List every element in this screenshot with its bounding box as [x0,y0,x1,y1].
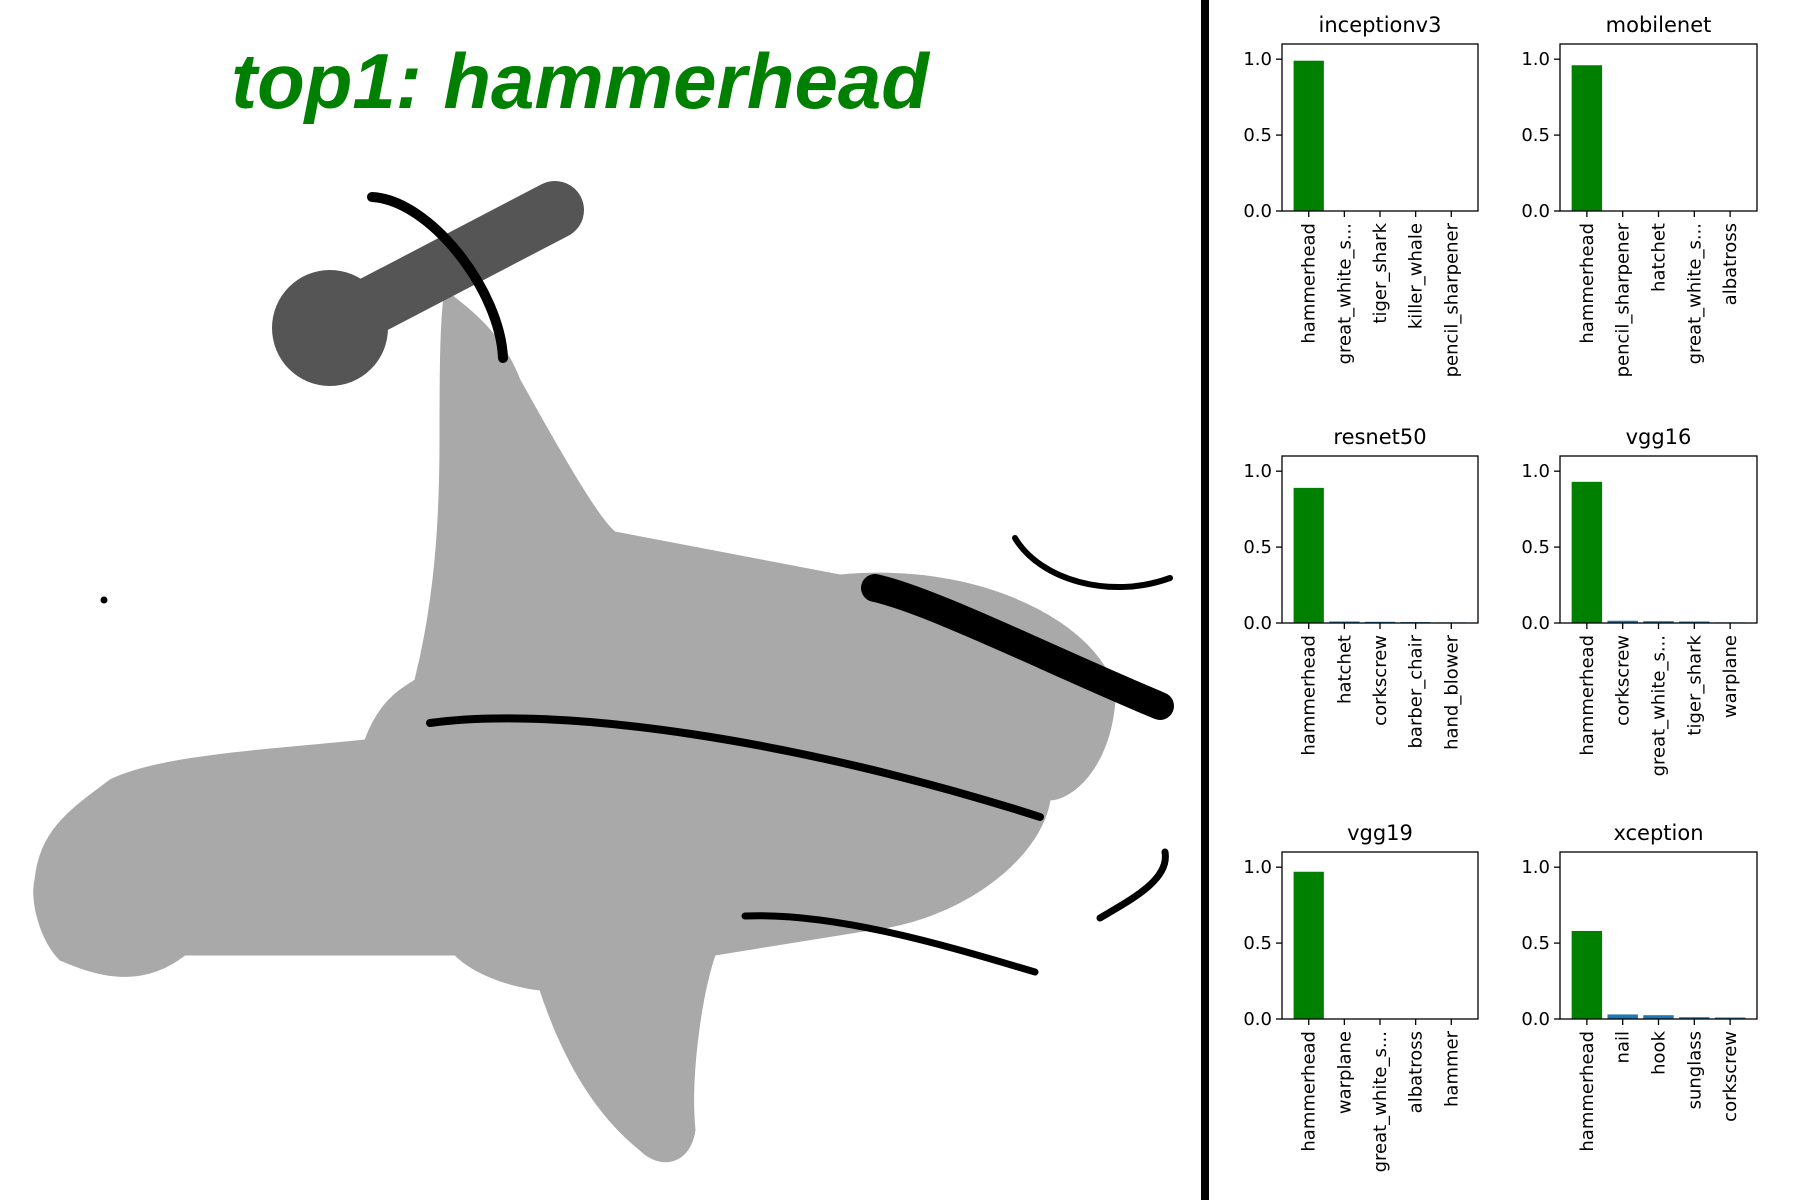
bar-corkscrew [1714,1017,1746,1019]
y-tick-label: 1.0 [1521,49,1550,70]
y-tick-label: 0.5 [1243,933,1272,954]
chart-resnet50: 0.0 0.5 1.0 hammerhead hatchet corkscrew barbe… [1243,425,1479,756]
x-tick-label: tiger_shark [1684,634,1705,735]
x-tick-label: hammerhead [1577,635,1598,756]
x-tick-label: albatross [1406,1031,1427,1113]
shark-head [272,181,584,386]
chart-vgg16: 0.0 0.5 1.0 hammerhead corkscrew great_white_… [1521,425,1758,776]
x-tick-label: barber_chair [1406,634,1427,748]
top-prediction-title: top1: hammerhead [231,37,929,125]
bar-sunglass [1679,1017,1710,1019]
panel-divider [1201,0,1209,1200]
x-tick-label: hook [1649,1030,1670,1074]
x-tick-label: corkscrew [1720,1031,1741,1122]
x-tick-label: hammerhead [1577,1031,1598,1152]
bar-great_white_s... [1643,621,1674,623]
x-tick-label: great_white_s... [1684,223,1705,364]
x-tick-label: hammerhead [1299,1031,1320,1152]
y-tick-label: 0.5 [1243,537,1272,558]
y-tick-label: 1.0 [1243,461,1272,482]
chart-title: mobilenet [1606,13,1712,37]
bar-hammerhead [1293,487,1324,623]
bar-nail [1607,1014,1638,1019]
x-tick-label: warplane [1334,1031,1355,1114]
x-tick-label: hammer [1441,1030,1462,1107]
bar-hammerhead [1571,481,1603,623]
y-tick-label: 1.0 [1243,49,1272,70]
y-tick-label: 0.0 [1243,201,1272,222]
bar-hook [1643,1015,1674,1019]
y-tick-label: 0.0 [1521,613,1550,634]
y-tick-label: 0.5 [1521,125,1550,146]
chart-inceptionv3: 0.0 0.5 1.0 hammerhead great_white_s... tiger… [1243,13,1479,377]
y-tick-label: 0.0 [1243,613,1272,634]
x-tick-label: hatchet [1649,223,1670,292]
x-tick-label: tiger_shark [1370,222,1391,323]
x-tick-label: great_white_s... [1649,635,1670,776]
y-tick-label: 0.5 [1521,933,1550,954]
chart-mobilenet: 0.0 0.5 1.0 hammerhead pencil_sharpener hatch… [1521,13,1758,377]
y-tick-label: 0.0 [1243,1009,1272,1030]
y-tick-label: 1.0 [1243,857,1272,878]
x-tick-label: great_white_s... [1334,223,1355,364]
x-tick-label: hammerhead [1577,223,1598,344]
chart-xception: 0.0 0.5 1.0 hammerhead nail hook sunglass corks… [1521,821,1758,1152]
x-tick-label: pencil_sharpener [1613,222,1634,377]
shark-body [33,289,1116,1163]
x-tick-label: great_white_s... [1370,1031,1391,1172]
y-tick-label: 0.5 [1521,537,1550,558]
chart-title: xception [1613,821,1703,845]
x-tick-label: hatchet [1334,635,1355,704]
bar-hammerhead [1293,60,1324,212]
chart-title: vgg16 [1626,425,1692,449]
x-tick-label: killer_whale [1406,223,1427,329]
bar-hammerhead [1571,930,1603,1019]
sketch-drawing [33,181,1174,1163]
chart-title: resnet50 [1333,425,1426,449]
x-tick-label: corkscrew [1613,635,1634,726]
chart-title: vgg19 [1347,821,1413,845]
x-tick-label: warplane [1720,635,1741,718]
x-tick-label: hand_blower [1441,634,1462,750]
y-tick-label: 1.0 [1521,857,1550,878]
x-tick-label: sunglass [1684,1031,1705,1109]
x-tick-label: hammerhead [1299,223,1320,344]
bar-tiger_shark [1679,621,1710,623]
x-tick-label: hammerhead [1299,635,1320,756]
chart-title: inceptionv3 [1319,13,1442,37]
bar-corkscrew [1607,620,1638,623]
x-tick-label: albatross [1720,223,1741,305]
y-tick-label: 0.5 [1243,125,1272,146]
y-tick-label: 1.0 [1521,461,1550,482]
y-tick-label: 0.0 [1521,201,1550,222]
sketch-strokes [100,192,1174,976]
chart-vgg19: 0.0 0.5 1.0 hammerhead warplane great_white_s… [1243,821,1479,1172]
bar-hammerhead [1571,65,1603,211]
bar-hatchet [1329,621,1360,623]
x-tick-label: pencil_sharpener [1441,222,1462,377]
y-tick-label: 0.0 [1521,1009,1550,1030]
x-tick-label: nail [1613,1031,1634,1063]
bar-hammerhead [1293,871,1324,1019]
x-tick-label: corkscrew [1370,635,1391,726]
